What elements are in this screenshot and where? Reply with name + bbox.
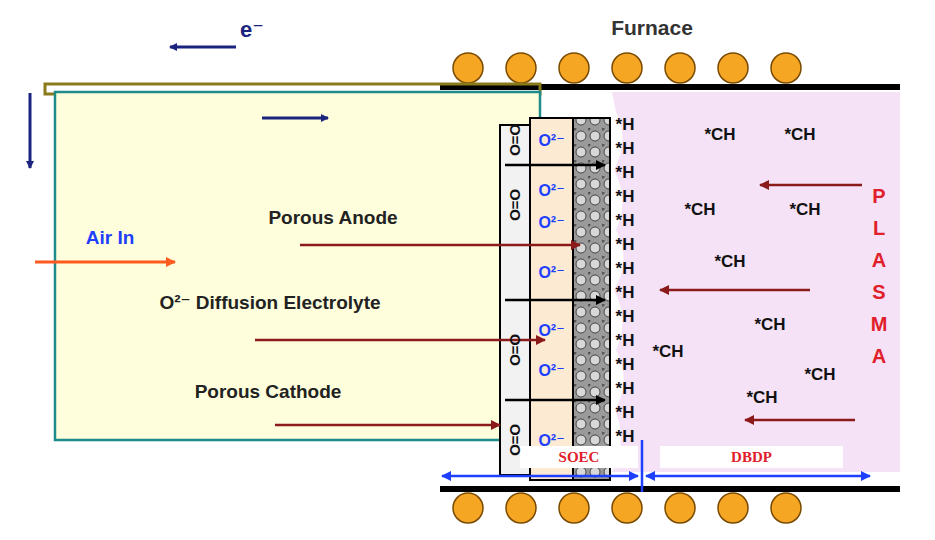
ion-label: O²⁻ bbox=[538, 361, 564, 380]
electrolyte-layer: O²⁻O²⁻O²⁻O²⁻O²⁻O²⁻O²⁻ bbox=[530, 118, 573, 480]
air-arrow bbox=[35, 261, 175, 264]
heater-coil bbox=[453, 493, 483, 523]
species-label: *H bbox=[616, 140, 635, 159]
electron-label: e⁻ bbox=[240, 18, 264, 42]
heater-coil bbox=[718, 493, 748, 523]
heater-coil bbox=[559, 493, 589, 523]
region-tag: DBDP bbox=[660, 446, 843, 468]
species-label: *H bbox=[616, 356, 635, 375]
divider-line bbox=[641, 440, 644, 492]
species-label: *H bbox=[616, 380, 635, 399]
region-label: DBDP bbox=[660, 446, 843, 468]
ion-label: O²⁻ bbox=[538, 181, 564, 200]
region-label: SOEC bbox=[520, 446, 638, 468]
plasma-arrow bbox=[760, 184, 862, 187]
species-label: *H bbox=[616, 236, 635, 255]
furnace-bar bbox=[440, 486, 900, 492]
heater-coil bbox=[612, 53, 642, 83]
part-label: O²⁻ Diffusion Electrolyte bbox=[159, 293, 380, 314]
plasma-label-box: PLASMA bbox=[862, 180, 896, 390]
leader-arrow bbox=[275, 424, 500, 427]
heater-coil bbox=[665, 493, 695, 523]
species-label: *H bbox=[616, 332, 635, 351]
current-arrow bbox=[262, 117, 328, 120]
plasma-arrow bbox=[745, 419, 855, 422]
tube-housing bbox=[55, 92, 540, 440]
heater-coil bbox=[771, 53, 801, 83]
heater-coil bbox=[506, 493, 536, 523]
oxygen-molecule: O=O bbox=[507, 189, 524, 221]
region-tag: SOEC bbox=[520, 446, 638, 468]
part-label: Porous Anode bbox=[268, 208, 397, 229]
plasma-region bbox=[612, 92, 900, 472]
leader-arrow bbox=[300, 244, 580, 247]
species-label: *CH bbox=[784, 126, 815, 145]
ion-arrow bbox=[505, 164, 605, 167]
electron-arrow bbox=[170, 46, 236, 49]
ion-arrow bbox=[505, 399, 605, 402]
species-label: *H bbox=[616, 188, 635, 207]
oxygen-molecule: O=O bbox=[507, 124, 524, 156]
species-label: *H bbox=[616, 308, 635, 327]
species-label: *CH bbox=[684, 201, 715, 220]
plasma-arrow bbox=[660, 289, 810, 292]
species-label: *H bbox=[616, 428, 635, 447]
ion-label: O²⁻ bbox=[538, 131, 564, 150]
oxygen-molecule: O=O bbox=[507, 424, 524, 456]
species-label: *H bbox=[616, 404, 635, 423]
ion-label: O²⁻ bbox=[538, 321, 564, 340]
species-label: *CH bbox=[754, 316, 785, 335]
ion-label: O²⁻ bbox=[538, 263, 564, 282]
heater-coil bbox=[559, 53, 589, 83]
species-label: *CH bbox=[652, 343, 683, 362]
species-label: *H bbox=[616, 212, 635, 231]
heater-coil bbox=[771, 493, 801, 523]
ion-label: O²⁻ bbox=[538, 213, 564, 232]
extent-arrow bbox=[442, 475, 638, 478]
species-label: *CH bbox=[714, 253, 745, 272]
heater-coil bbox=[718, 53, 748, 83]
species-label: *H bbox=[616, 116, 635, 135]
heater-coil bbox=[506, 53, 536, 83]
species-label: *H bbox=[616, 284, 635, 303]
heater-coil bbox=[665, 53, 695, 83]
species-label: *CH bbox=[746, 389, 777, 408]
title-label: Furnace bbox=[611, 16, 693, 39]
species-label: *H bbox=[616, 260, 635, 279]
part-label: Porous Cathode bbox=[195, 382, 342, 403]
species-label: *CH bbox=[804, 366, 835, 385]
ion-arrow bbox=[505, 299, 605, 302]
heater-coil bbox=[612, 493, 642, 523]
species-label: *CH bbox=[789, 201, 820, 220]
species-label: *H bbox=[616, 164, 635, 183]
heater-coil bbox=[453, 53, 483, 83]
current-arrow bbox=[29, 93, 32, 168]
inlet-label: Air In bbox=[86, 228, 135, 249]
plasma-label: PLASMA bbox=[869, 180, 889, 372]
leader-arrow bbox=[255, 339, 545, 342]
oxygen-molecule: O=O bbox=[507, 334, 524, 366]
extent-arrow bbox=[646, 475, 870, 478]
species-label: *CH bbox=[704, 126, 735, 145]
